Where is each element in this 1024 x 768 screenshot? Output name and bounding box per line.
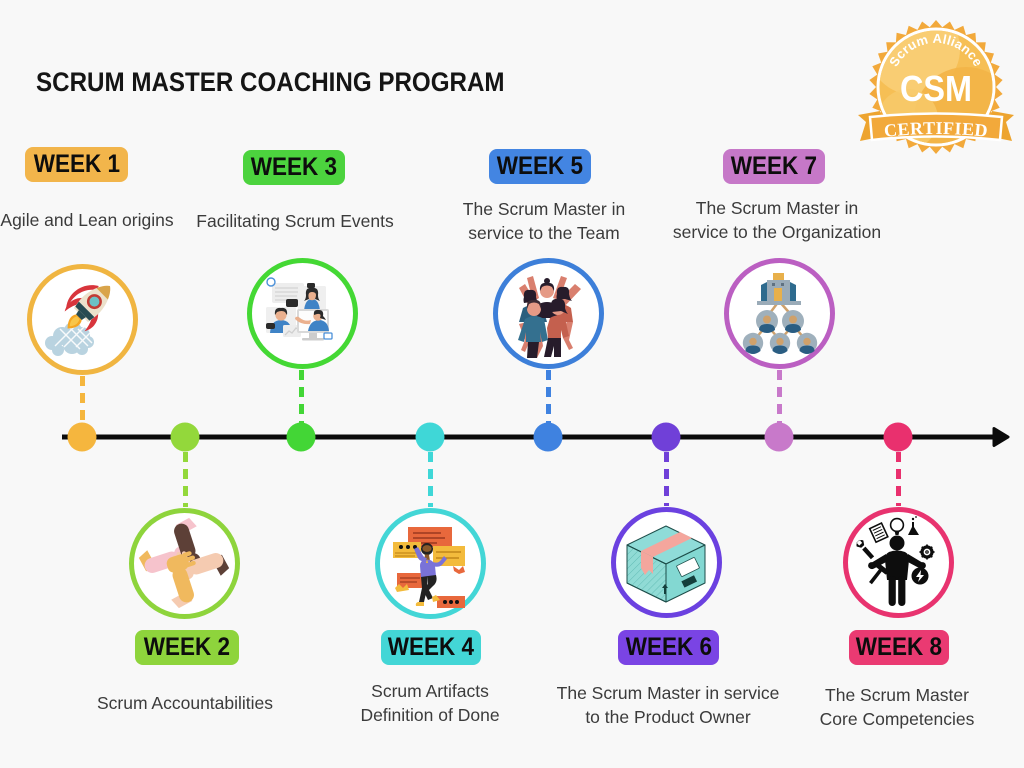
svg-text:CERTIFIED: CERTIFIED xyxy=(883,118,989,141)
svg-text:CSM: CSM xyxy=(900,68,972,109)
